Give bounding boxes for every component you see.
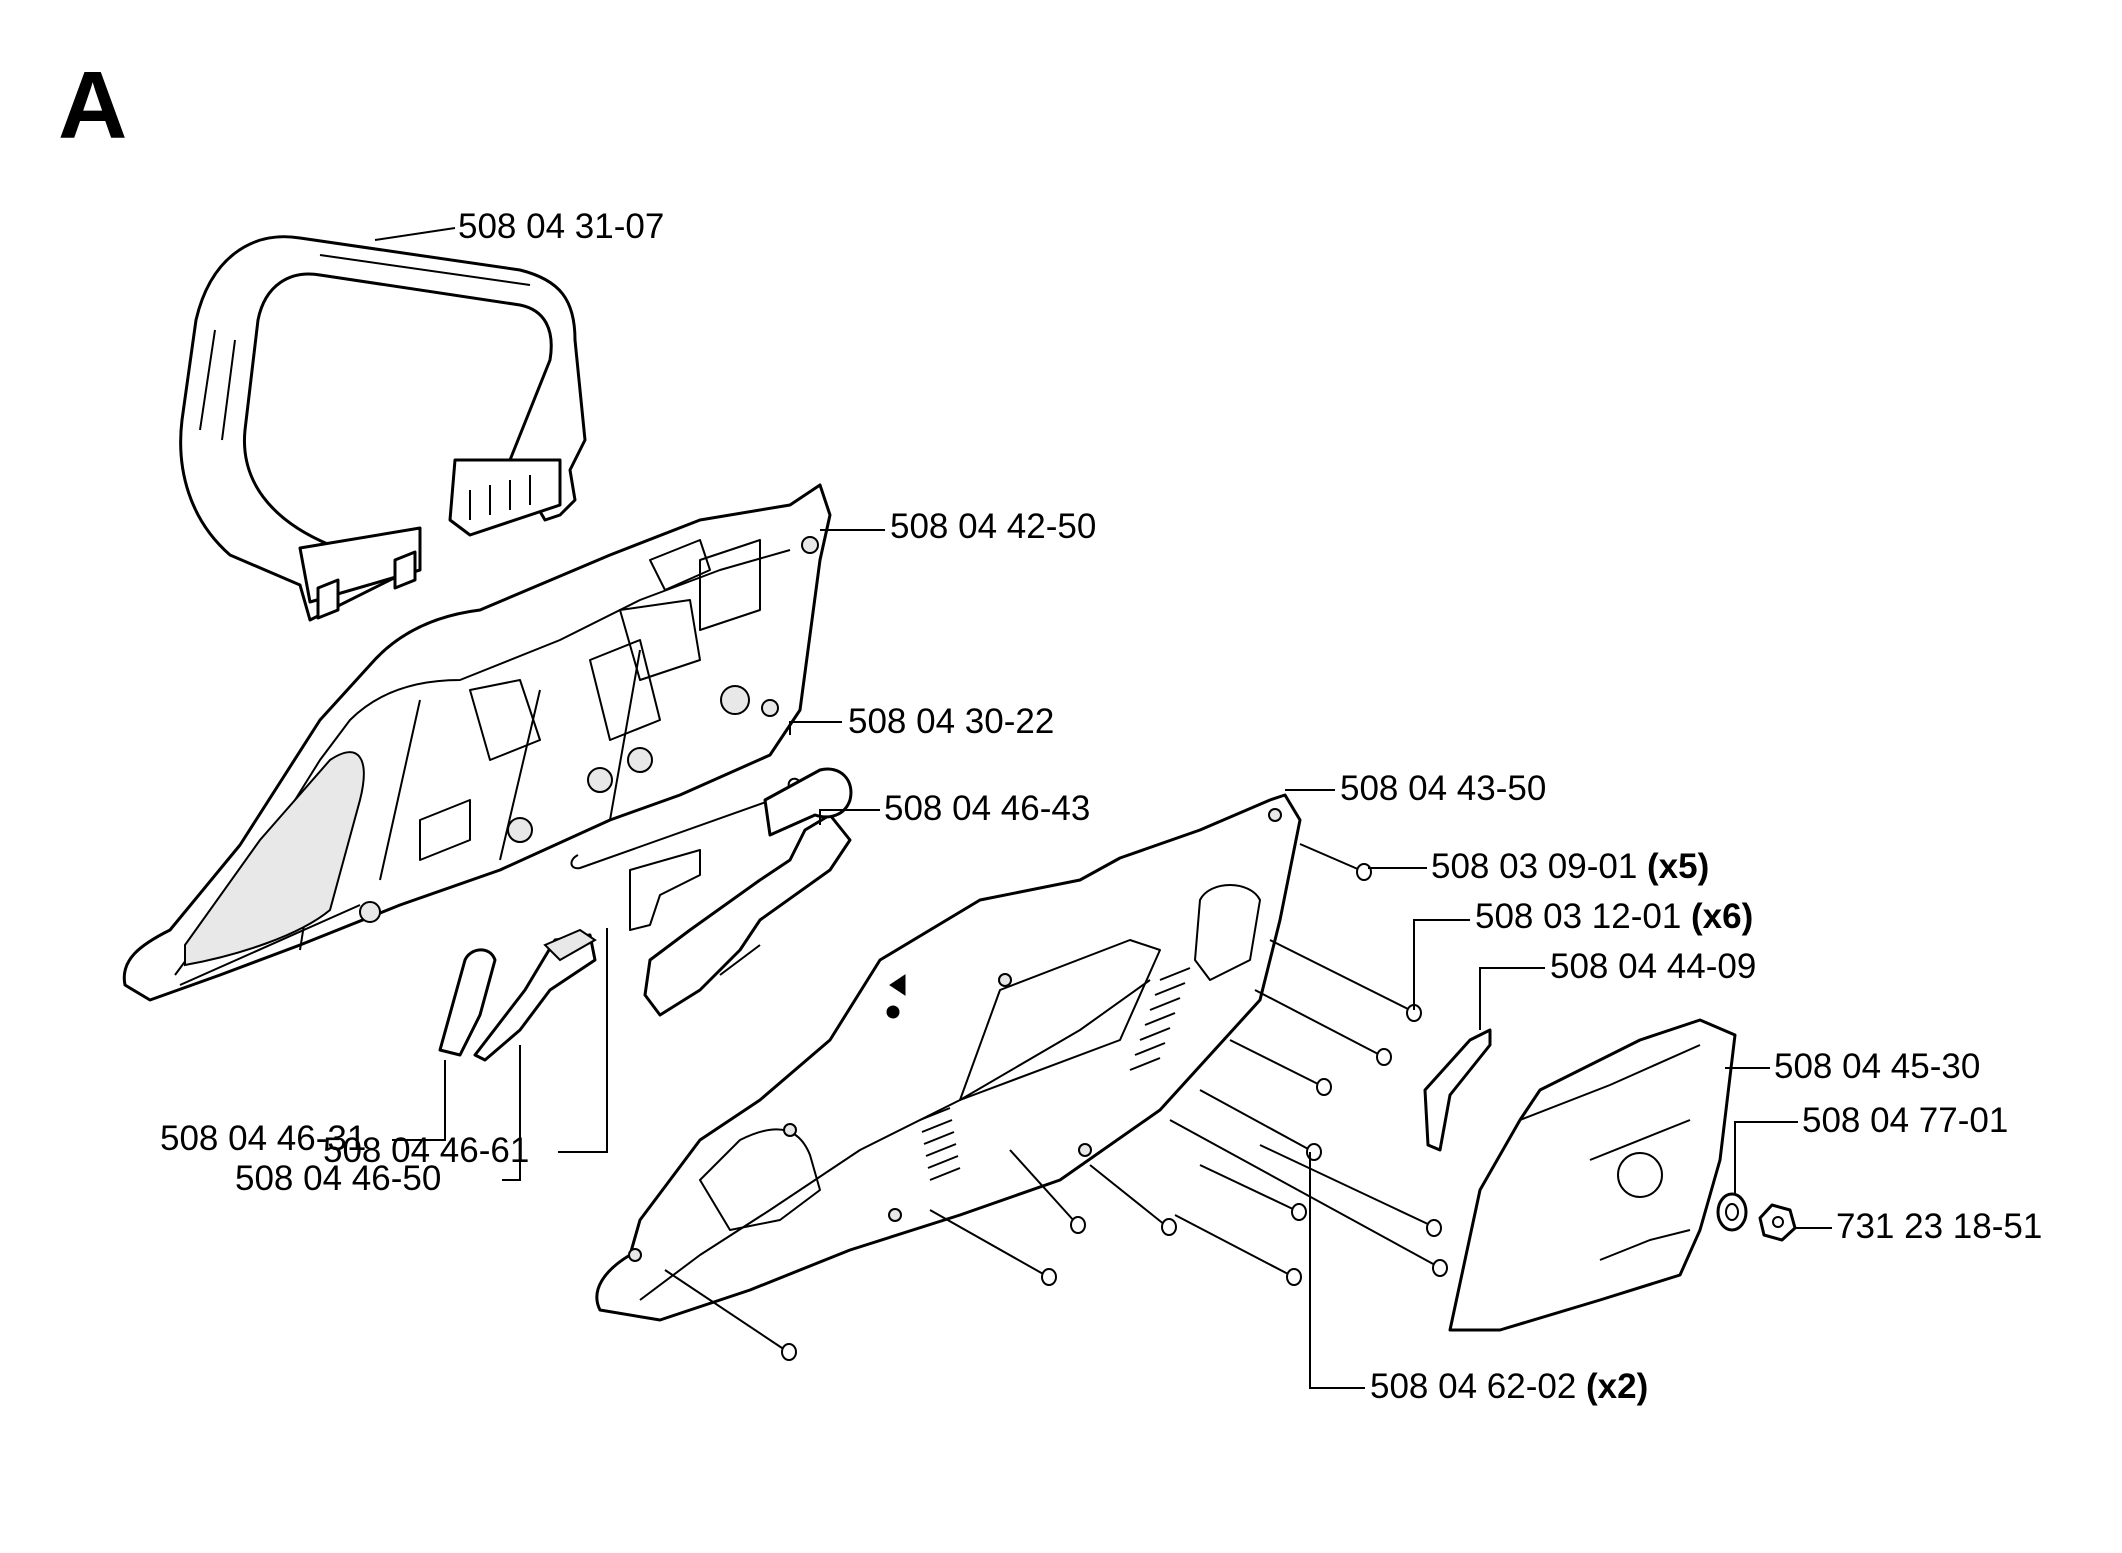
chain-cover-drawing [1448,1018,1737,1332]
part-label-508-04-46-61: 508 04 46-61 [323,1131,529,1170]
main-housing-drawing [122,483,832,1002]
part-label-508-04-44-09: 508 04 44-09 [1550,947,1756,986]
part-label-508-03-12-01: 508 03 12-01 (x6) [1475,897,1753,936]
part-label-508-04-45-30: 508 04 45-30 [1774,1047,1980,1086]
part-labels: 508 04 31-07 508 04 42-50 508 04 30-22 5… [160,207,2042,1406]
spring-clip-drawing [1423,1028,1492,1152]
part-label-508-04-46-43: 508 04 46-43 [884,789,1090,828]
leader-lines [374,227,1832,1389]
part-label-508-04-46-31: 508 04 46-31 [160,1119,366,1158]
cooling-slots [919,967,1191,1181]
part-label-508-04-43-50: 508 04 43-50 [1340,769,1546,808]
part-label-508-04-62-02: 508 04 62-02 (x2) [1370,1367,1648,1406]
part-label-508-04-46-50: 508 04 46-50 [235,1159,441,1198]
section-letter: A [58,52,127,159]
screws-drawing [664,843,1448,1361]
quantity-x2: (x2) [1586,1367,1648,1406]
quantity-x5: (x5) [1647,847,1709,886]
washer-and-nut-drawing [1716,1192,1797,1242]
part-label-731-23-18-51: 731 23 18-51 [1836,1207,2042,1246]
front-handle-drawing [179,235,587,622]
part-label-508-04-30-22: 508 04 30-22 [848,702,1054,741]
clutch-cover-drawing [595,793,1302,1322]
small-levers-drawing [438,928,597,1062]
part-label-508-04-42-50: 508 04 42-50 [890,507,1096,546]
part-label-508-03-09-01: 508 03 09-01 (x5) [1431,847,1709,886]
part-label-508-04-31-07: 508 04 31-07 [458,207,664,246]
brake-lever-drawing [629,767,853,1017]
part-label-508-04-77-01: 508 04 77-01 [1802,1101,2008,1140]
quantity-x6: (x6) [1691,897,1753,936]
